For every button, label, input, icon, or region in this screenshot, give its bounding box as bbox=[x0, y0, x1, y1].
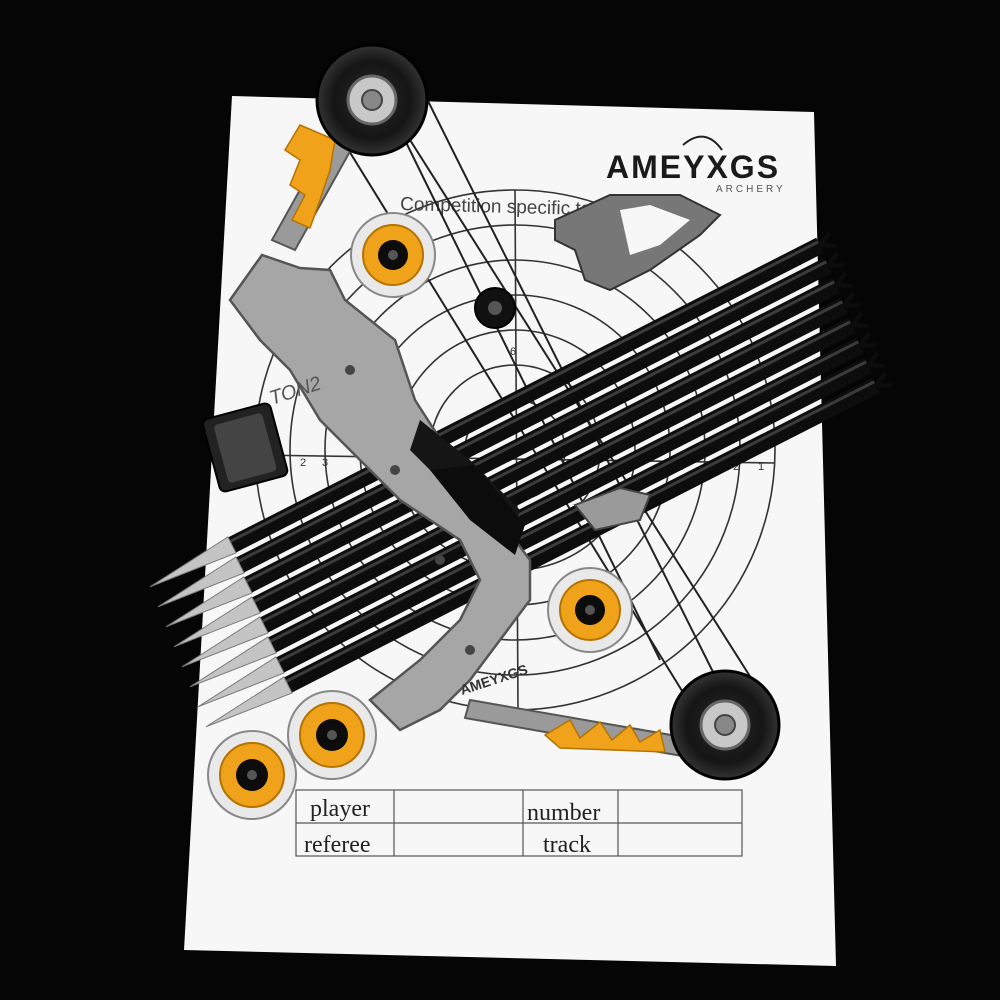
arrow-nock bbox=[818, 231, 831, 247]
arrow bbox=[157, 251, 844, 608]
arrow-shaft bbox=[228, 237, 824, 553]
top-pulley-wheel bbox=[315, 43, 429, 157]
arrow-rest-bracket bbox=[554, 194, 722, 532]
arrow-nock bbox=[874, 371, 887, 387]
score-label-number: number bbox=[527, 800, 600, 826]
arrow-shaft bbox=[284, 377, 880, 693]
arrow bbox=[189, 331, 876, 688]
cam-wheel-lower-left bbox=[207, 730, 297, 820]
arrow-shaft-highlight bbox=[285, 380, 875, 683]
ring-number-right-2: 2 bbox=[733, 461, 739, 473]
arrow bbox=[149, 231, 836, 588]
ring-number-left-3: 3 bbox=[322, 457, 328, 469]
bottom-pulley-wheel bbox=[669, 669, 781, 781]
bow-grip bbox=[430, 465, 525, 555]
arrow-shaft-highlight bbox=[261, 320, 851, 623]
arrow-nock bbox=[826, 251, 839, 267]
arrow bbox=[181, 311, 868, 668]
arrow-nock bbox=[858, 331, 871, 347]
cam-wheel-middle bbox=[547, 567, 633, 653]
bow-sight-block bbox=[201, 402, 289, 493]
score-label-referee: referee bbox=[304, 832, 371, 858]
arrow-shaft-highlight bbox=[277, 360, 867, 663]
arrow bbox=[197, 351, 884, 708]
arrow bbox=[173, 291, 860, 648]
arrow-shaft-highlight bbox=[229, 240, 819, 543]
arrow-shaft-highlight bbox=[237, 260, 827, 563]
arrow-tip bbox=[181, 616, 269, 668]
brand-subtitle: ARCHERY bbox=[716, 184, 786, 195]
arrow-shaft bbox=[236, 257, 832, 573]
ring-number-right-1: 1 bbox=[758, 461, 764, 473]
cam-wheel-lower-right bbox=[287, 690, 377, 780]
arrow bbox=[205, 371, 892, 728]
arrow-shaft bbox=[260, 317, 856, 633]
score-label-player: player bbox=[310, 796, 370, 822]
ring-number-top-6: 6 bbox=[510, 346, 516, 358]
arrow bbox=[165, 271, 852, 628]
arrow-shaft-highlight bbox=[245, 280, 835, 583]
score-label-track: track bbox=[543, 832, 591, 858]
arrow-shaft bbox=[252, 297, 848, 613]
arrow-tip bbox=[149, 536, 237, 588]
arrow-tip bbox=[157, 556, 245, 608]
arrow-tip bbox=[205, 676, 293, 728]
arrow-shaft bbox=[244, 277, 840, 593]
arrow-shaft-highlight bbox=[253, 300, 843, 603]
brand-logo-arc-icon bbox=[682, 135, 723, 151]
arrow-shaft bbox=[268, 337, 864, 653]
cam-wheel-upper bbox=[350, 212, 436, 298]
arrow-shaft bbox=[276, 357, 872, 673]
arrow-shaft-highlight bbox=[269, 340, 859, 643]
arrow-nock bbox=[850, 311, 863, 327]
arrow-tip bbox=[189, 636, 277, 688]
arrow-nock bbox=[866, 351, 879, 367]
arrow-bundle bbox=[149, 231, 892, 728]
ring-number-left-2: 2 bbox=[300, 457, 306, 469]
score-table bbox=[295, 789, 743, 857]
idler-wheel bbox=[474, 287, 516, 329]
arrow-tip bbox=[197, 656, 285, 708]
brand-name: AMEYXGS bbox=[606, 149, 780, 185]
arrow-nock bbox=[842, 291, 855, 307]
arrow-tip bbox=[173, 596, 261, 648]
arrow-tip bbox=[165, 576, 253, 628]
arrow-nock bbox=[834, 271, 847, 287]
